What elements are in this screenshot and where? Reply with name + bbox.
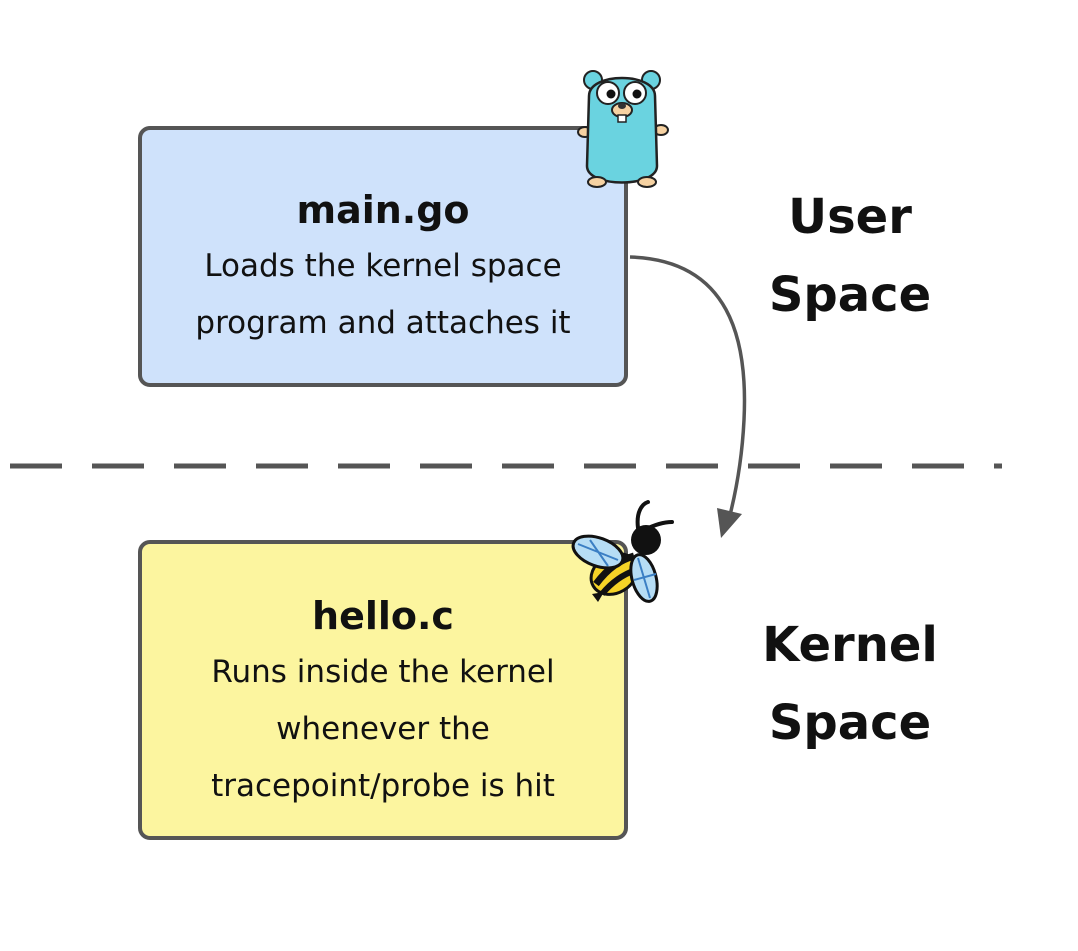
kernel-space-label: Kernel Space (740, 606, 960, 762)
kernel-box-line-2: whenever the (276, 711, 490, 747)
kernel-space-label-line-1: Kernel (762, 617, 938, 673)
user-box-title: main.go (296, 188, 470, 232)
kernel-box-title: hello.c (312, 594, 454, 638)
attach-arrow (629, 255, 747, 516)
arrow-icon (717, 508, 742, 538)
user-space-label-line-2: Space (768, 267, 932, 323)
ebpf-bee-icon (571, 500, 674, 603)
kernel-box-line-1: Runs inside the kernel (211, 654, 555, 690)
go-gopher-icon (577, 70, 669, 188)
user-box-line-1: Loads the kernel space (204, 248, 562, 284)
kernel-box-line-3: tracepoint/probe is hit (211, 768, 555, 804)
user-space-label-line-1: User (788, 189, 912, 245)
user-space-box: main.go Loads the kernel space program a… (138, 126, 628, 387)
kernel-space-box: hello.c Runs inside the kernel whenever … (138, 540, 628, 840)
kernel-space-label-line-2: Space (768, 695, 932, 751)
user-box-line-2: program and attaches it (195, 305, 571, 341)
user-space-label: User Space (740, 178, 960, 334)
